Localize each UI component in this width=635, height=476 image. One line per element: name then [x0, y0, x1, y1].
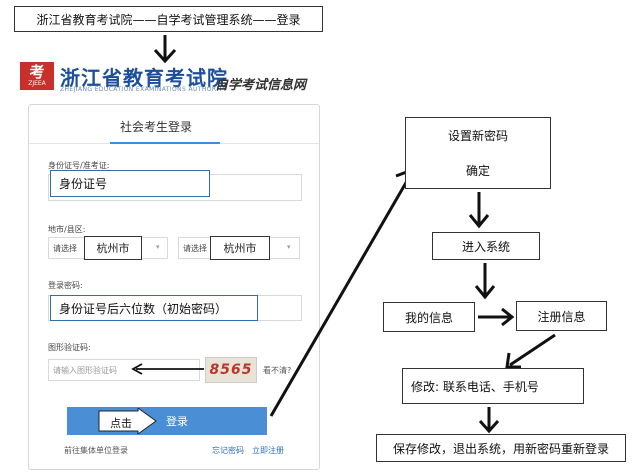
logo-badge-sub: ZJEEA — [28, 79, 46, 87]
captcha-input[interactable]: 请输入图形验证码 — [48, 359, 200, 381]
modify-box: 修改: 联系电话、手机号 — [402, 368, 584, 404]
confirm-label: 确定 — [465, 164, 490, 178]
captcha-refresh-link[interactable]: 看不清? — [263, 366, 292, 375]
login-button[interactable]: 登录 — [67, 407, 267, 435]
area-label: 地市/县区: — [48, 225, 86, 234]
city-callout: 杭州市 — [84, 236, 142, 260]
right-arrow-icon — [478, 307, 515, 327]
active-tab-underline — [110, 142, 220, 144]
logo-name: 浙江省教育考试院 — [60, 66, 228, 90]
down-arrow-icon — [153, 35, 177, 64]
set-password-box: 设置新密码 确定 — [405, 117, 551, 189]
click-arrow-callout — [98, 408, 157, 434]
register-link[interactable]: 立即注册 — [252, 446, 284, 455]
login-tab[interactable]: 社会考生登录 — [120, 120, 193, 134]
my-info-box: 我的信息 — [383, 302, 475, 332]
password-callout: 身份证号后六位数（初始密码） — [50, 295, 258, 321]
id-callout: 身份证号 — [50, 170, 210, 197]
diagonal-down-arrow-icon — [505, 333, 556, 369]
set-password-label: 设置新密码 — [447, 129, 508, 143]
login-button-label: 登录 — [166, 415, 188, 428]
down-arrow-icon — [468, 192, 490, 229]
logo-english: ZHEJIANG EDUCATION EXAMINATIONS AUTHORIT… — [60, 86, 227, 93]
captcha-image[interactable]: 8565 — [205, 357, 257, 383]
title-box: 浙江省教育考试院——自学考试管理系统——登录 — [14, 6, 323, 32]
id-label: 身份证号/准考证: — [48, 161, 110, 170]
left-arrow-icon — [131, 363, 204, 375]
city-select-placeholder: 请选择 — [53, 243, 77, 253]
logo-badge-icon: 考 ZJEEA — [20, 62, 54, 90]
group-login-link[interactable]: 前往集体单位登录 — [64, 446, 128, 455]
chevron-down-icon: ▾ — [156, 243, 160, 251]
site-title: 自学考试信息网 — [215, 78, 307, 93]
logo-badge-char: 考 — [29, 62, 45, 81]
save-box: 保存修改，退出系统，用新密码重新登录 — [376, 434, 626, 462]
captcha-placeholder: 请输入图形验证码 — [53, 366, 117, 375]
register-info-box: 注册信息 — [516, 301, 607, 331]
forgot-password-link[interactable]: 忘记密码 — [212, 446, 244, 455]
down-arrow-icon — [474, 263, 496, 300]
diagonal-arrow-icon — [269, 167, 415, 417]
county-select-placeholder: 请选择 — [183, 243, 207, 253]
captcha-label: 图形验证码: — [48, 343, 91, 352]
chevron-down-icon: ▾ — [287, 243, 291, 251]
county-callout: 杭州市 — [210, 236, 270, 260]
password-label: 登录密码: — [48, 281, 83, 290]
click-label: 点击 — [110, 417, 132, 430]
enter-system-box: 进入系统 — [432, 232, 540, 260]
down-arrow-icon — [478, 407, 500, 434]
